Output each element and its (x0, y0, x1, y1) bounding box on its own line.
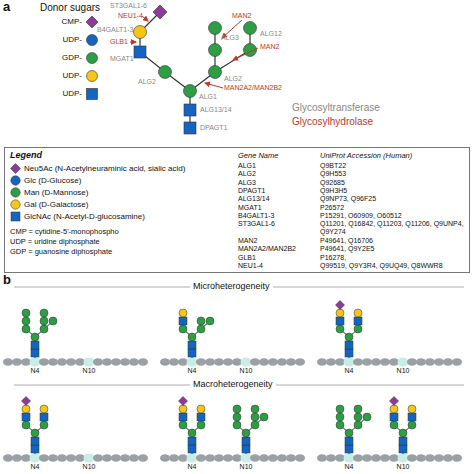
donor-label: UDP- (50, 89, 82, 98)
gene-name: ALG2 (238, 170, 256, 178)
gene-name: B4GALT1-3 (238, 212, 274, 220)
enzyme-label: GLB1 (110, 38, 128, 46)
legend-text: Glc (D-Glucose) (24, 176, 81, 185)
site-label: N4 (187, 463, 198, 471)
site-label: N4 (30, 367, 41, 375)
accession: Q9NP73, Q96F25 (320, 195, 464, 203)
enzyme-label: MAN2 (232, 12, 251, 20)
abbreviation-note: UDP = uridine diphosphate (10, 238, 100, 247)
legend-swatch (10, 187, 21, 198)
legend-text: Neu5Ac (N-Acetylneuraminic acid, sialic … (24, 164, 185, 173)
donor-label: UDP- (50, 35, 82, 44)
site-label: N4 (30, 463, 41, 471)
gene-name: DPAGT1 (238, 187, 266, 195)
section-rules (14, 287, 464, 385)
enzyme-label: ALG13/14 (200, 106, 232, 114)
gene-name: MGAT1 (238, 204, 262, 212)
enzyme-label: ALG3 (221, 34, 239, 42)
accession: P16278, (320, 254, 464, 262)
gene-name: ST3GAL1-6 (238, 220, 275, 228)
legend-swatch (10, 199, 21, 210)
site-label: N10 (239, 367, 254, 375)
gene-name: ALG13/14 (238, 195, 270, 203)
enzyme-label: ALG1 (199, 93, 217, 101)
key-label: Glycosylhydrolase (292, 116, 373, 128)
table-header: UniProt Accession (Human) (320, 152, 412, 161)
accession: Q9H3H5 (320, 187, 464, 195)
accession: Q92685 (320, 179, 464, 187)
enzyme-label: B4GALT1-3 (97, 26, 133, 34)
accession: Q9H553 (320, 170, 464, 178)
enzyme-label: MAN2A2/MAN2B2 (224, 84, 282, 92)
accession: Q11201, Q16842, Q11203, Q11206, Q9UNP4, … (320, 220, 464, 236)
gene-name: MAN2A2/MAN2B2 (238, 245, 296, 253)
gene-name: ALG3 (238, 179, 256, 187)
legend-text: Man (D-Mannose) (24, 188, 88, 197)
panel-letter: b (3, 273, 11, 288)
enzyme-label: ALG2 (138, 78, 156, 86)
donor-label: GDP- (50, 53, 82, 62)
section-title: Donor sugars (40, 2, 100, 14)
enzyme-label: MGAT1 (110, 55, 134, 63)
enzyme-label: NEU1-4 (118, 12, 143, 20)
gene-name: GLB1 (238, 254, 256, 262)
site-label: N4 (344, 463, 355, 471)
key-label: Glycosyltransferase (292, 102, 380, 114)
table-header: Gene Name (238, 152, 278, 161)
accession: P26572 (320, 204, 464, 212)
enzyme-label: MAN2 (260, 43, 279, 51)
gene-name: NEU1-4 (238, 262, 263, 270)
accession: Q99519, Q9Y3R4, Q9UQ49, Q8WWR8 (320, 262, 464, 270)
donor-label: UDP- (50, 71, 82, 80)
protein-chains (3, 301, 462, 463)
enzyme-label: ALG12 (260, 30, 282, 38)
abbreviation-note: CMP = cytidine-5'-monophospho (10, 228, 119, 237)
section-header: Microheterogeneity (190, 281, 273, 291)
accession: P49641, Q9Y2E5 (320, 245, 464, 253)
gene-name: MAN2 (238, 237, 257, 245)
accession: Q9BT22 (320, 162, 464, 170)
site-label: N4 (344, 367, 355, 375)
donor-symbols (86, 16, 98, 100)
donor-label: CMP- (50, 17, 82, 26)
accession: P49641, Q16706 (320, 237, 464, 245)
legend-heading: Legend (10, 150, 42, 160)
enzyme-label: ALG2 (224, 75, 242, 83)
panel-letter: a (3, 0, 10, 15)
gene-name: ALG1 (238, 162, 256, 170)
site-label: N10 (239, 463, 254, 471)
legend-text: GlcNAc (N-Acetyl-D-glucosamine) (24, 212, 145, 221)
legend-text: Gal (D-Galactose) (24, 200, 88, 209)
site-label: N10 (82, 367, 97, 375)
section-header: Macroheterogeneity (190, 379, 276, 389)
legend-swatch (10, 175, 21, 186)
enzyme-label: DPAGT1 (200, 124, 228, 132)
accession: P15291, O60909, O60512 (320, 212, 464, 220)
site-label: N10 (82, 463, 97, 471)
legend-swatch (10, 163, 21, 174)
site-label: N10 (396, 367, 411, 375)
glycan-tree (130, 5, 258, 134)
enzyme-label: ST3GAL1-6 (110, 2, 147, 10)
legend-swatch (10, 211, 21, 222)
site-label: N4 (187, 367, 198, 375)
site-label: N10 (396, 463, 411, 471)
abbreviation-note: GDP = guanosine diphosphate (10, 248, 112, 257)
